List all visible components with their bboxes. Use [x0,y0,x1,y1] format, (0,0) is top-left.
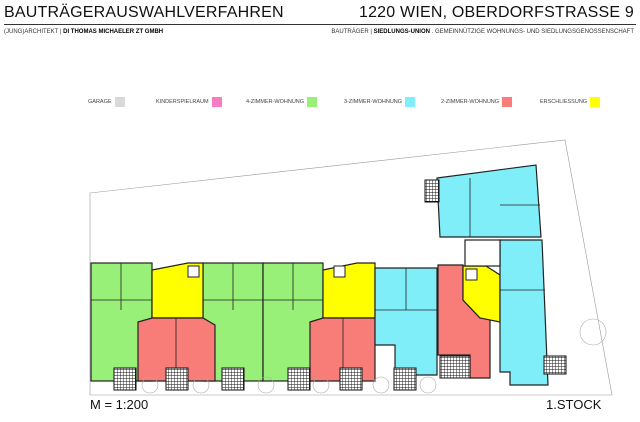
stairwell [464,239,501,267]
balcony [393,367,417,391]
floor-label: 1.STOCK [546,397,602,412]
elevator [187,265,200,278]
tree [419,376,437,394]
tree [312,376,330,394]
project-address: 1220 WIEN, OBERDORFSTRASSE 9 [358,4,634,21]
legend-label: ERSCHLIESSUNG [540,99,588,105]
circulation-core [322,262,376,319]
legend-label: 4-ZIMMER-WOHNUNG [246,99,305,105]
developer-suffix: . GEMEINNÜTZIGE WOHNUNGS- UND SIEDLUNGSG… [431,29,634,35]
legend-swatch [590,97,601,107]
architect-name: DI THOMAS MICHAELER ZT GMBH [63,29,164,35]
legend-item-erschliessung: ERSCHLIESSUNG [540,97,601,107]
tree [257,376,275,394]
balcony [221,367,245,391]
elevator [465,268,478,281]
balcony [113,367,137,391]
site-boundary [89,139,613,396]
legend-item-3-zimmer: 3-ZIMMER-WOHNUNG [344,97,416,107]
legend-item-2-zimmer: 2-ZIMMER-WOHNUNG [441,97,513,107]
tree [372,376,390,394]
balcony [543,355,567,375]
developer-name: SIEDLUNGS-UNION [373,29,430,35]
legend-label: 3-ZIMMER-WOHNUNG [344,99,403,105]
legend-swatch [502,97,513,107]
apartment-2-zimmer [137,317,216,382]
developer-credit: BAUTRÄGER | SIEDLUNGS-UNION . GEMEINNÜTZ… [331,29,634,35]
scale-label: M = 1:200 [90,397,149,412]
legend-item-garage: GARAGE [88,97,125,107]
architect-prefix: (JUNG)ARCHITEKT | [4,29,62,35]
legend-swatch [405,97,416,107]
tree [579,318,607,346]
header-divider [4,24,636,25]
architect-credit: (JUNG)ARCHITEKT | DI THOMAS MICHAELER ZT… [4,29,163,35]
balcony [424,179,440,203]
elevator [333,265,346,278]
legend-swatch [211,97,222,107]
tree [141,376,159,394]
balcony [287,367,311,391]
legend-item-4-zimmer: 4-ZIMMER-WOHNUNG [246,97,318,107]
apartment-3-zimmer [499,239,549,386]
legend-label: GARAGE [88,99,112,105]
tree [192,376,210,394]
balcony [339,367,363,391]
legend-swatch [307,97,318,107]
legend-item-kinderspielraum: KINDERSPIELRAUM [156,97,222,107]
developer-prefix: BAUTRÄGER | [331,29,372,35]
legend-swatch [114,97,125,107]
legend-label: 2-ZIMMER-WOHNUNG [441,99,500,105]
color-legend: GARAGE KINDERSPIELRAUM 4-ZIMMER-WOHNUNG … [88,97,608,109]
balcony [439,355,471,379]
legend-label: KINDERSPIELRAUM [156,99,209,105]
sheet-title: BAUTRÄGERAUSWAHLVERFAHREN [4,4,284,21]
balcony [165,367,189,391]
apartment-3-zimmer [436,164,542,238]
